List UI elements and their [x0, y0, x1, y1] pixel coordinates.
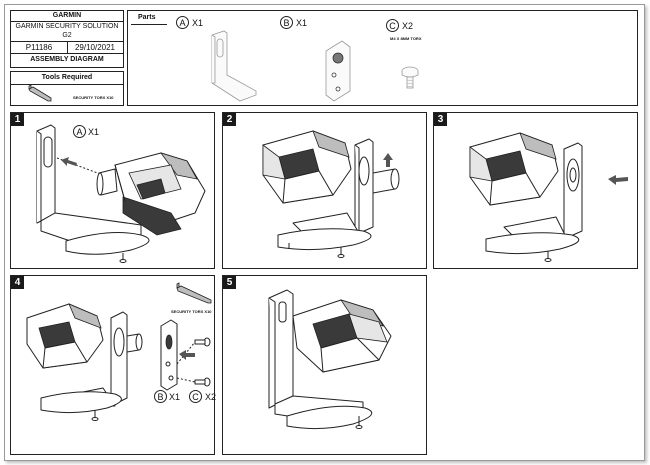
screw-c-icon — [401, 66, 419, 89]
part-c-qty: X2 — [402, 21, 414, 31]
plate-b-icon — [325, 40, 351, 102]
product-variant: G2 — [62, 32, 72, 39]
part-c-letter: C — [386, 19, 399, 32]
part-b-qty: X1 — [296, 18, 308, 28]
step-1-callout-letter: A — [73, 125, 86, 138]
brand-name: GARMIN — [52, 12, 82, 19]
step-4-callout-c-letter: C — [189, 390, 202, 403]
step-1-number: 1 — [11, 113, 24, 126]
tools-required-box: Tools Required SECURITY TORX X10 — [10, 71, 124, 106]
parts-heading: Parts — [138, 14, 156, 21]
title-block: GARMIN GARMIN SECURITY SOLUTION G2 P1118… — [10, 10, 124, 68]
tool-name: SECURITY TORX X10 — [73, 95, 114, 100]
doc-date: 29/10/2021 — [74, 43, 116, 52]
step-2-number: 2 — [223, 113, 236, 126]
step-1-callout-qty: X1 — [88, 127, 100, 137]
instruction-sheet: GARMIN GARMIN SECURITY SOLUTION G2 P1118… — [4, 4, 645, 461]
step-4-callout-b-letter: B — [154, 390, 167, 403]
step-3-illustration — [469, 132, 628, 262]
step-2-panel: 2 — [222, 112, 427, 269]
step-4-illustration — [26, 282, 212, 421]
step-1-illustration — [36, 124, 206, 263]
part-a-qty: X1 — [192, 18, 204, 28]
step-1-panel: 1 A X1 — [10, 112, 215, 269]
step-4-tool-label: SECURITY TORX X10 — [171, 309, 212, 314]
step-4-callout-c-qty: X2 — [205, 392, 217, 402]
bracket-a-icon — [211, 30, 257, 102]
part-b-letter: B — [280, 16, 293, 29]
parts-box: Parts A X1 B X1 C X2 M4 X 8MM TORX — [127, 10, 638, 106]
step-5-panel: 5 — [222, 275, 427, 455]
step-5-illustration — [268, 289, 392, 430]
product-name: GARMIN SECURITY SOLUTION — [15, 23, 119, 30]
step-2-illustration — [262, 130, 400, 258]
step-4-panel: 4 SECURITY TORX X10 B X1 C X2 — [10, 275, 217, 455]
torx-key-icon — [28, 84, 52, 102]
tools-heading: Tools Required — [41, 74, 93, 81]
step-5-number: 5 — [223, 276, 236, 289]
part-a-letter: A — [176, 16, 189, 29]
step-3-panel: 3 — [433, 112, 638, 269]
step-4-number: 4 — [11, 276, 24, 289]
step-3-number: 3 — [434, 113, 447, 126]
part-number: P11186 — [25, 43, 53, 52]
part-c-spec: M4 X 8MM TORX — [390, 36, 422, 41]
doc-type: ASSEMBLY DIAGRAM — [30, 56, 104, 63]
step-4-callout-b-qty: X1 — [169, 392, 181, 402]
